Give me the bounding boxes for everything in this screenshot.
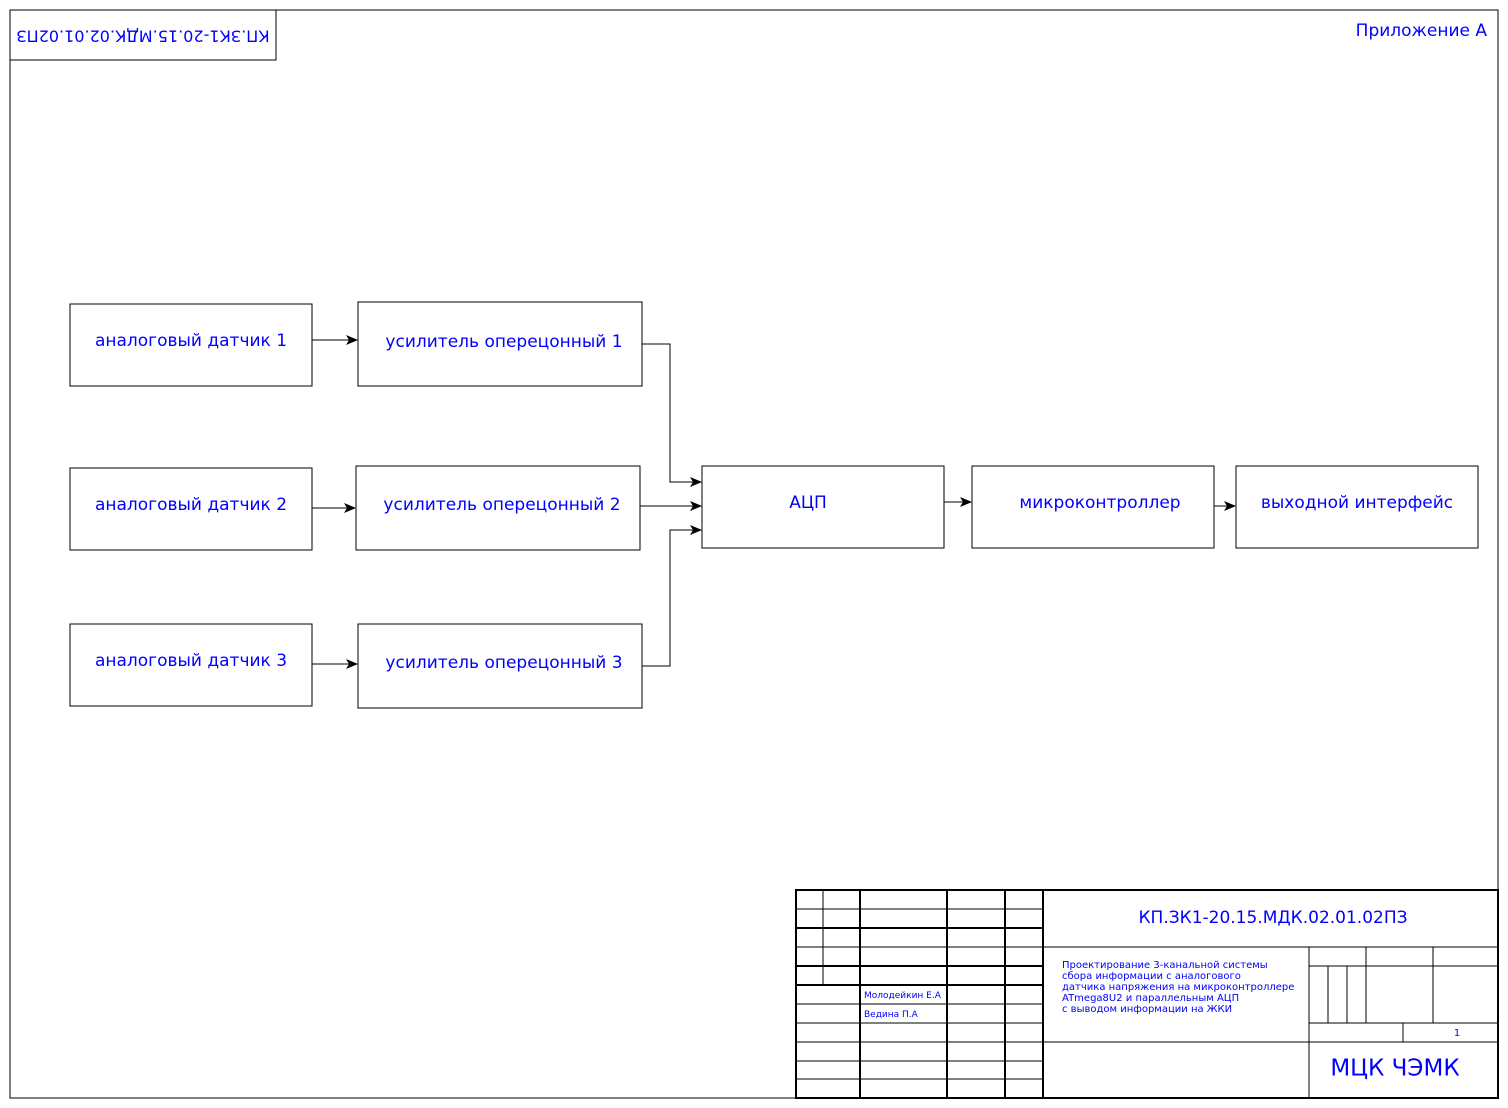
block-output: выходной интерфейс (1235, 465, 1479, 549)
title-checker: Ведина П.А (864, 1010, 919, 1020)
project-title-line-3: датчика напряжения на микроконтроллере (1062, 982, 1294, 993)
mirrored-code-box (9, 9, 277, 61)
block-sensor-1: аналоговый датчик 1 (69, 303, 313, 387)
title-sheet-number: 1 (1454, 1028, 1460, 1039)
sheet-frame (9, 9, 1499, 1099)
block-output-label: выходной интерфейс (1261, 493, 1453, 513)
arrow-amp3-adc (642, 525, 702, 667)
block-amp-2: усилитель оперецонный 2 (355, 465, 641, 551)
block-amp-1-label: усилитель оперецонный 1 (385, 332, 622, 352)
title-organization: МЦК ЧЭМК (1330, 1056, 1459, 1082)
project-title-line-4: ATmega8U2 и параллельным АЦП (1062, 993, 1239, 1004)
block-adc-label: АЦП (789, 493, 827, 513)
block-sensor-3: аналоговый датчик 3 (69, 623, 313, 707)
block-amp-3: усилитель оперецонный 3 (357, 623, 643, 709)
block-amp-3-label: усилитель оперецонный 3 (385, 653, 622, 673)
title-doc-code: КП.ЗК1-20.15.МДК.02.01.02ПЗ (1138, 908, 1407, 928)
block-adc: АЦП (701, 465, 945, 549)
block-sensor-3-label: аналоговый датчик 3 (95, 651, 287, 671)
mirrored-code: КП.ЗК1-20.15.МДК.02.01.02ПЗ (16, 27, 269, 46)
title-project-name: Проектирование 3-канальной системы сбора… (1062, 960, 1294, 1015)
block-mcu: микроконтроллер (971, 465, 1215, 549)
block-mcu-label: микроконтроллер (1019, 493, 1180, 513)
block-sensor-2-label: аналоговый датчик 2 (95, 495, 287, 515)
project-title-line-2: сбора информации с аналогового (1062, 971, 1241, 982)
block-amp-1: усилитель оперецонный 1 (357, 301, 643, 387)
title-block (795, 889, 1499, 1099)
project-title-line-1: Проектирование 3-канальной системы (1062, 960, 1268, 971)
project-title-line-5: с выводом информации на ЖКИ (1062, 1004, 1232, 1015)
arrow-amp1-adc (642, 343, 702, 487)
block-sensor-2: аналоговый датчик 2 (69, 467, 313, 551)
block-sensor-1-label: аналоговый датчик 1 (95, 331, 287, 351)
block-amp-2-label: усилитель оперецонный 2 (383, 495, 620, 515)
appendix-label: Приложение А (1356, 21, 1488, 41)
title-developer: Молодейкин Е.А (864, 991, 942, 1001)
